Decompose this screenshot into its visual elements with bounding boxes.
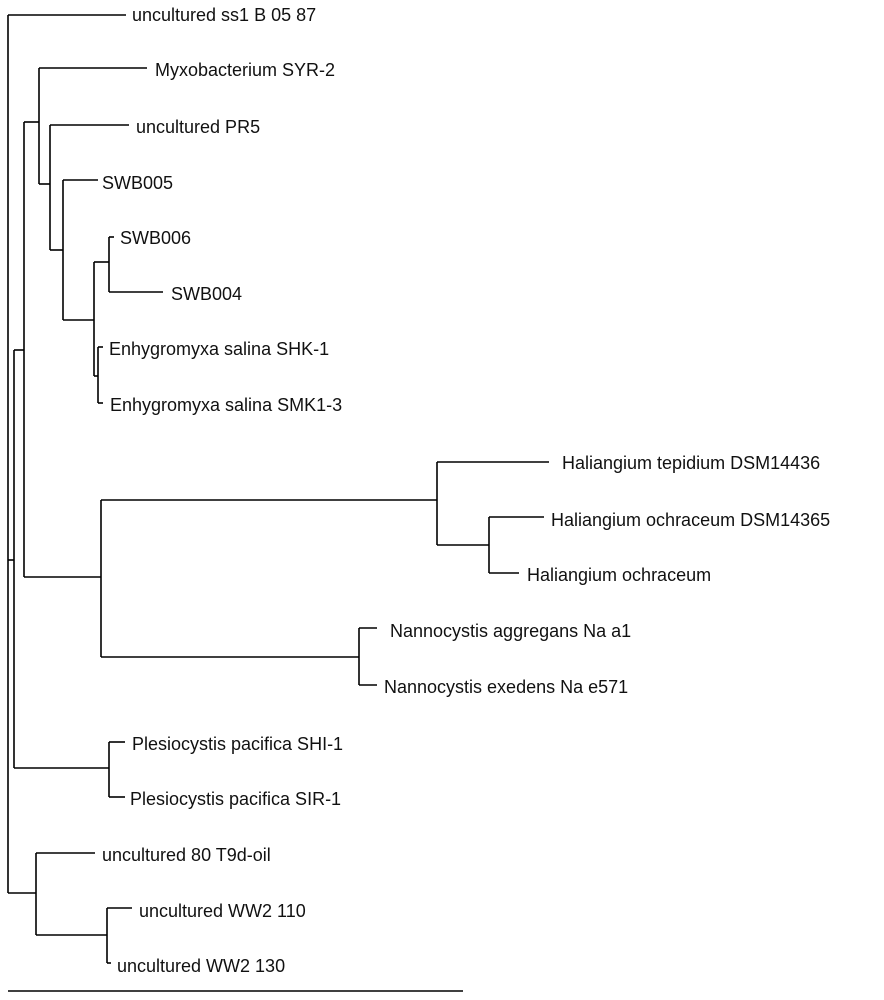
taxon-label: SWB005 [102, 173, 173, 193]
taxon-label: uncultured WW2 110 [139, 901, 306, 921]
taxon-label: Enhygromyxa salina SHK-1 [109, 339, 329, 359]
taxon-label: Haliangium tepidium DSM14436 [562, 453, 820, 473]
taxon-label: SWB004 [171, 284, 242, 304]
taxon-label: Nannocystis exedens Na e571 [384, 677, 628, 697]
taxon-label: Haliangium ochraceum [527, 565, 711, 585]
taxon-label: Enhygromyxa salina SMK1-3 [110, 395, 342, 415]
taxon-label: Myxobacterium SYR-2 [155, 60, 335, 80]
taxon-label: SWB006 [120, 228, 191, 248]
taxon-label: uncultured 80 T9d-oil [102, 845, 271, 865]
taxon-label: Nannocystis aggregans Na a1 [390, 621, 631, 641]
taxon-label: Plesiocystis pacifica SIR-1 [130, 789, 341, 809]
tree-branches [7, 14, 549, 964]
taxon-label: uncultured PR5 [136, 117, 260, 137]
taxon-label: Haliangium ochraceum DSM14365 [551, 510, 830, 530]
taxon-labels: uncultured ss1 B 05 87 Myxobacterium SYR… [102, 5, 830, 976]
taxon-label: uncultured WW2 130 [117, 956, 285, 976]
taxon-label: Plesiocystis pacifica SHI-1 [132, 734, 343, 754]
taxon-label: uncultured ss1 B 05 87 [132, 5, 316, 25]
